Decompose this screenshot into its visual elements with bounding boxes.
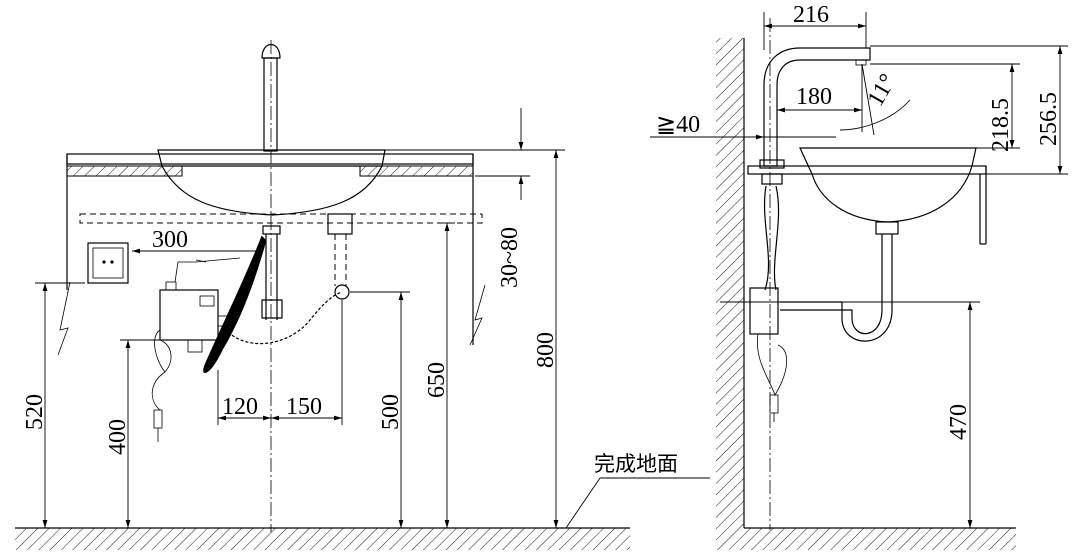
dim-470: 470 bbox=[946, 404, 972, 440]
front-view: 300 120 150 520 400 500 650 800 30~80 bbox=[15, 40, 710, 550]
dim-216: 216 bbox=[793, 2, 829, 28]
side-view: 216 180 11° ≧40 218.5 256.5 470 bbox=[650, 2, 1068, 550]
finished-floor-label: 完成地面 bbox=[594, 452, 678, 476]
side-floor-hatch bbox=[744, 528, 1016, 550]
wall-socket bbox=[87, 242, 129, 284]
side-faucet bbox=[759, 18, 871, 530]
dim-30-80: 30~80 bbox=[497, 227, 523, 288]
sensor-cable bbox=[203, 235, 267, 374]
floor-hatch bbox=[15, 528, 630, 550]
wall-hatch bbox=[716, 38, 744, 550]
dim-180: 180 bbox=[796, 84, 832, 110]
countertop bbox=[66, 153, 474, 345]
faucet bbox=[261, 40, 281, 532]
angle-valve bbox=[334, 284, 350, 300]
dim-500: 500 bbox=[378, 394, 404, 430]
dim-150: 150 bbox=[286, 394, 322, 420]
dim-800: 800 bbox=[533, 332, 559, 368]
dim-ge-40: ≧40 bbox=[656, 112, 700, 138]
wall-rail bbox=[79, 213, 483, 286]
dim-120: 120 bbox=[222, 394, 258, 420]
drain-pipe bbox=[261, 225, 283, 320]
dim-300: 300 bbox=[152, 227, 188, 253]
dim-218-5: 218.5 bbox=[988, 98, 1014, 152]
dim-520: 520 bbox=[22, 394, 48, 430]
dim-650: 650 bbox=[424, 362, 450, 398]
dim-400: 400 bbox=[105, 419, 131, 455]
water-hose bbox=[227, 291, 343, 345]
dim-256-5: 256.5 bbox=[1036, 92, 1062, 146]
side-basin bbox=[799, 147, 977, 223]
basin bbox=[157, 149, 386, 216]
